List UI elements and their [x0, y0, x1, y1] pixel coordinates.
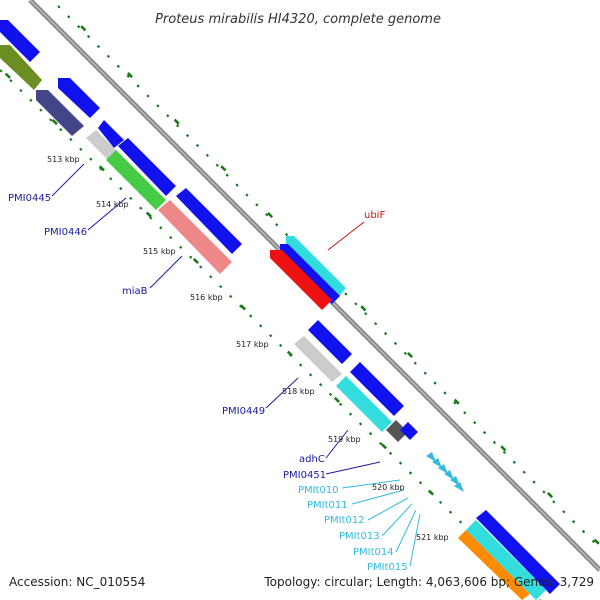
gene-cyan-bottom[interactable]: [466, 520, 546, 600]
gene-ubiF-cyan[interactable]: [286, 236, 346, 298]
gene-slate[interactable]: [36, 90, 84, 136]
leader-PMI0451: [325, 461, 381, 475]
kbp-labels: 513 kbp 514 kbp 515 kbp 516 kbp 517 kbp …: [47, 155, 449, 542]
tick-track-outer-lower: [0, 69, 541, 600]
gene-blue-6[interactable]: [350, 362, 404, 416]
gene-salmon[interactable]: [158, 200, 232, 274]
gene-label-PMI0449[interactable]: PMI0449: [222, 406, 265, 417]
gene-blue-bottom[interactable]: [476, 510, 560, 594]
gene-label-adhC[interactable]: adhC: [299, 454, 325, 465]
gene-green[interactable]: [106, 150, 166, 210]
leader-PMIt014: [395, 509, 417, 553]
kbp-label-514: 514 kbp: [96, 200, 129, 209]
gene-labels: ubiF PMI0445 PMI0446 miaB PMI0449 adhC P…: [8, 193, 408, 573]
trna-PMIt013[interactable]: [444, 470, 454, 480]
gene-label-PMI0451[interactable]: PMI0451: [283, 470, 326, 481]
leader-adhC: [325, 429, 349, 459]
gene-blue-3[interactable]: [118, 138, 176, 196]
gene-cyan-2[interactable]: [336, 376, 392, 432]
accession-text: Accession: NC_010554: [9, 575, 145, 589]
leader-ubiF: [327, 221, 365, 251]
kbp-label-516: 516 kbp: [190, 293, 223, 302]
trna-PMIt015[interactable]: [454, 482, 464, 492]
gene-blue-arrow-small[interactable]: [98, 120, 124, 148]
leader-PMIt012: [367, 497, 409, 521]
gene-blue-4[interactable]: [176, 188, 242, 254]
gene-features: [0, 20, 560, 600]
trna-PMIt014[interactable]: [450, 476, 460, 486]
gene-blue-2[interactable]: [58, 78, 100, 118]
gene-blue-small[interactable]: [400, 422, 418, 440]
kbp-label-518: 518 kbp: [282, 387, 315, 396]
gene-label-PMIt010[interactable]: PMIt010: [298, 485, 339, 496]
gene-ubiF-blue[interactable]: [280, 244, 340, 304]
gene-label-miaB[interactable]: miaB: [122, 286, 148, 297]
kbp-label-519: 519 kbp: [328, 435, 361, 444]
leader-PMI0446: [87, 197, 127, 231]
kbp-label-515: 515 kbp: [143, 247, 176, 256]
gene-dark-gray[interactable]: [386, 420, 408, 442]
gene-label-PMIt012[interactable]: PMIt012: [324, 515, 365, 526]
tick-track-outer-upper: [57, 5, 600, 549]
kbp-label-520: 520 kbp: [372, 483, 405, 492]
leader-PMI0449: [265, 377, 299, 409]
gene-lightgray[interactable]: [86, 130, 118, 160]
gene-label-PMI0445[interactable]: PMI0445: [8, 193, 51, 204]
gene-ubiF-red[interactable]: [270, 250, 332, 310]
kbp-label-513: 513 kbp: [47, 155, 80, 164]
kbp-label-517: 517 kbp: [236, 340, 269, 349]
leader-PMI0445: [51, 163, 85, 197]
kbp-label-521: 521 kbp: [416, 533, 449, 542]
trna-PMIt011[interactable]: [432, 458, 442, 468]
trna-cluster: [426, 452, 464, 492]
leader-miaB: [149, 255, 183, 289]
gene-label-ubiF[interactable]: ubiF: [364, 210, 385, 221]
gene-label-PMIt013[interactable]: PMIt013: [339, 531, 380, 542]
label-leaders: [51, 163, 421, 567]
trna-PMIt010[interactable]: [426, 452, 436, 462]
gene-label-PMI0446[interactable]: PMI0446: [44, 227, 87, 238]
gene-lightgray-2[interactable]: [294, 336, 342, 382]
gene-orange-bottom[interactable]: [458, 530, 530, 600]
leader-PMIt015: [409, 513, 421, 567]
genome-summary-text: Topology: circular; Length: 4,063,606 bp…: [263, 575, 594, 589]
gene-label-PMIt014[interactable]: PMIt014: [353, 547, 394, 558]
leader-PMIt010: [341, 479, 401, 489]
gene-olive-top[interactable]: [0, 45, 42, 90]
tick-track-major-lower: [0, 67, 541, 600]
tick-tracks: [0, 4, 600, 600]
leader-PMIt013: [381, 503, 413, 537]
gene-label-PMIt015[interactable]: PMIt015: [367, 562, 408, 573]
trna-PMIt012[interactable]: [438, 464, 448, 474]
gene-label-PMIt011[interactable]: PMIt011: [307, 500, 348, 511]
map-title: Proteus mirabilis HI4320, complete genom…: [155, 12, 441, 27]
gene-blue-5[interactable]: [308, 320, 352, 364]
gene-blue-top[interactable]: [0, 20, 40, 62]
leader-PMIt011: [351, 489, 405, 505]
